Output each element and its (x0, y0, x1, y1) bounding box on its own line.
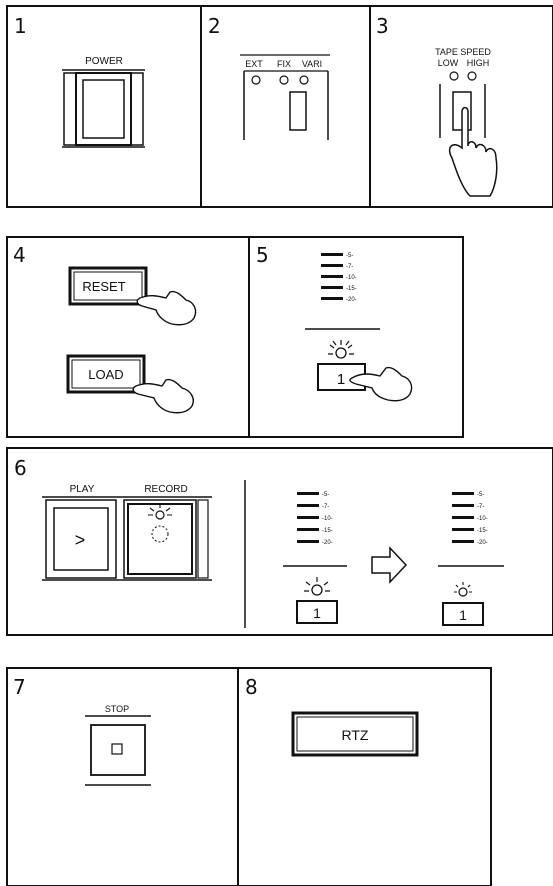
step-number: 2 (208, 14, 221, 38)
svg-text:-10-: -10- (346, 275, 357, 281)
step-number: 7 (13, 675, 26, 699)
panel-4: 4 RESET LOAD (13, 243, 197, 414)
low-label: LOW (438, 58, 459, 68)
svg-text:-7-: -7- (346, 264, 353, 270)
step-number: 3 (376, 14, 389, 38)
panel-2: 2 EXT FIX VARI (208, 14, 330, 140)
high-indicator-icon (467, 71, 477, 81)
track-number: 1 (337, 371, 345, 388)
level-meter: -5- -7- -10- -15- -20- (321, 253, 357, 303)
play-label: PLAY (70, 484, 95, 495)
svg-text:-5-: -5- (322, 492, 329, 498)
power-button[interactable] (75, 72, 132, 146)
lit-lamp-icon (454, 582, 472, 597)
step-number: 5 (256, 243, 269, 267)
flashing-lamp-icon (328, 340, 354, 359)
play-button[interactable] (53, 507, 109, 571)
svg-text:-20-: -20- (346, 297, 357, 303)
row-2 (6, 236, 464, 438)
panel-7: 7 STOP (13, 675, 151, 786)
stop-button[interactable] (90, 724, 146, 776)
vari-label: VARI (302, 59, 322, 69)
panel-5: 5 -5- -7- -10- -15- -20- 1 (256, 243, 413, 402)
svg-text:-20-: -20- (477, 540, 488, 546)
reset-button[interactable] (68, 266, 148, 306)
svg-text:-7-: -7- (477, 504, 484, 510)
hand-icon (132, 378, 194, 414)
svg-text:1: 1 (459, 607, 467, 623)
ext-label: EXT (245, 59, 263, 69)
ext-indicator-icon (251, 75, 261, 85)
stop-square-icon (111, 743, 123, 755)
fix-indicator-icon (279, 75, 289, 85)
load-label: LOAD (88, 367, 123, 382)
svg-text:-15-: -15- (346, 286, 357, 292)
svg-text:-7-: -7- (322, 504, 329, 510)
svg-text:-5-: -5- (477, 492, 484, 498)
tape-speed-label: TAPE SPEED (435, 47, 491, 57)
step-number: 8 (245, 675, 258, 699)
panel-3: 3 TAPE SPEED LOW HIGH (376, 14, 498, 197)
flashing-lamp-icon (304, 577, 330, 596)
svg-text:-15-: -15- (322, 528, 333, 534)
stop-label: STOP (105, 704, 129, 714)
row-1 (6, 5, 553, 208)
low-indicator-icon (449, 71, 459, 81)
step-number: 4 (13, 243, 26, 267)
hand-icon (136, 290, 197, 326)
step-number: 1 (14, 14, 27, 38)
vari-indicator-icon (299, 75, 309, 85)
record-label: RECORD (144, 484, 187, 495)
play-symbol: > (75, 530, 86, 550)
arrow-right-icon (371, 546, 408, 584)
row-3 (6, 447, 553, 636)
power-label: POWER (85, 56, 123, 67)
level-meter-before: -5- -7- -10- -15- -20- (297, 492, 333, 546)
rtz-button[interactable] (291, 711, 419, 757)
track-button-before[interactable] (296, 600, 338, 624)
svg-text:-10-: -10- (322, 516, 333, 522)
panel-6: 6 PLAY RECORD > -5- -7- -10- -15- -20- (14, 456, 504, 626)
record-lamp-icon (148, 504, 172, 543)
vari-button[interactable] (289, 91, 307, 131)
high-label: HIGH (467, 58, 490, 68)
track-button-after[interactable] (442, 602, 484, 626)
load-button[interactable] (66, 354, 146, 394)
fix-label: FIX (277, 59, 291, 69)
panel-1: 1 POWER (14, 14, 145, 148)
svg-text:-20-: -20- (322, 540, 333, 546)
reset-label: RESET (82, 279, 125, 294)
hand-icon (349, 366, 413, 402)
svg-text:-5-: -5- (346, 253, 353, 259)
svg-text:-15-: -15- (477, 528, 488, 534)
level-meter-after: -5- -7- -10- -15- -20- (452, 492, 488, 546)
row-4 (6, 667, 492, 886)
hand-icon (448, 106, 498, 197)
rtz-label: RTZ (342, 727, 369, 743)
svg-text:1: 1 (313, 605, 321, 621)
record-button[interactable] (127, 503, 193, 575)
step-number: 6 (14, 456, 27, 480)
svg-text:-10-: -10- (477, 516, 488, 522)
panel-8: 8 RTZ (245, 675, 419, 757)
